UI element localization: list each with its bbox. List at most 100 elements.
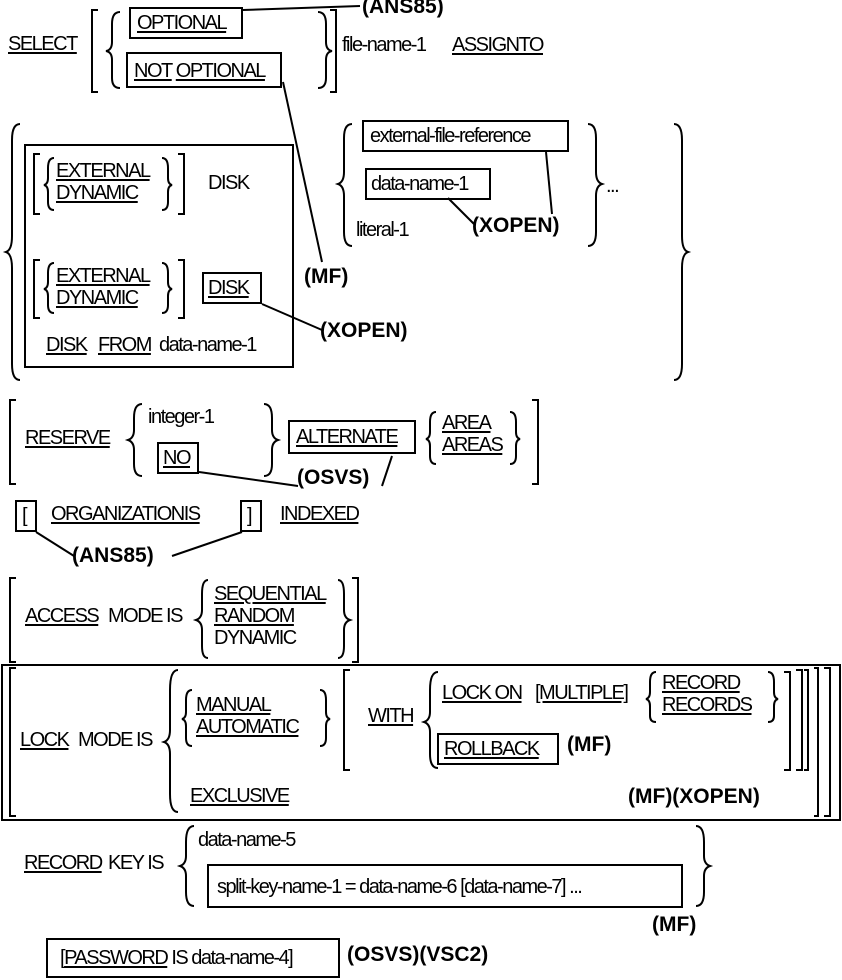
external-keyword-1: EXTERNAL bbox=[56, 160, 151, 182]
access-right-bracket bbox=[352, 577, 359, 663]
mf-label-2: (MF) bbox=[567, 733, 612, 756]
optional-keyword: OPTIONAL bbox=[137, 12, 228, 34]
access-keyword: ACCESS bbox=[25, 605, 100, 627]
split-key-box: split-key-name-1 = data-name-6 [data-nam… bbox=[207, 864, 683, 908]
reserve-right-bracket bbox=[532, 399, 539, 485]
disk-keyword-2: DISK bbox=[208, 277, 250, 299]
dynamic-keyword-2: DYNAMIC bbox=[56, 287, 139, 309]
assign-left-brace bbox=[2, 123, 21, 381]
select-left-brace bbox=[105, 11, 121, 89]
ans85-connector-2a bbox=[35, 531, 75, 557]
org-rbracket-box: ] bbox=[240, 500, 262, 532]
mf-label-1: (MF) bbox=[304, 265, 349, 288]
external-file-reference: external-file-reference bbox=[370, 125, 532, 147]
xopen-label-1: (XOPEN) bbox=[320, 319, 408, 342]
access-options: SEQUENTIAL RANDOM DYNAMIC bbox=[214, 583, 327, 649]
reserve-left-bracket bbox=[9, 399, 16, 485]
ext-file-ref-box: external-file-reference bbox=[362, 120, 569, 152]
record-key-is: KEY IS bbox=[108, 852, 165, 874]
manual-keyword: MANUAL bbox=[196, 694, 272, 716]
record-key-left-brace bbox=[176, 825, 195, 907]
password-open: [ bbox=[60, 947, 66, 969]
org-lbracket: [ bbox=[22, 505, 28, 527]
exclusive-keyword: EXCLUSIVE bbox=[190, 785, 290, 807]
select-keyword: SELECT bbox=[8, 33, 78, 55]
access-mode-is: MODE IS bbox=[108, 605, 183, 627]
optional-box: OPTIONAL bbox=[129, 7, 243, 39]
file-ref-right-brace bbox=[587, 123, 606, 247]
osvs-vsc2-label: (OSVS)(VSC2) bbox=[347, 943, 489, 966]
password-keyword: PASSWORD bbox=[64, 947, 169, 969]
area-group: AREA AREAS bbox=[442, 412, 504, 456]
records-keyword: RECORDS bbox=[662, 694, 753, 716]
lock-keyword: LOCK bbox=[20, 729, 70, 751]
disk-from-from: FROM bbox=[98, 334, 152, 356]
access-right-brace bbox=[337, 579, 354, 659]
record-records: RECORD RECORDS bbox=[662, 672, 753, 716]
literal-1: literal-1 bbox=[356, 219, 410, 241]
disk-from-data-name: data-name-1 bbox=[159, 334, 257, 356]
dynamic-keyword: DYNAMIC bbox=[214, 627, 297, 649]
lock-on-keyword: LOCK ON bbox=[442, 682, 523, 704]
ellipsis: ... bbox=[606, 175, 620, 197]
xopen-connector-2a bbox=[545, 151, 553, 215]
access-left-bracket bbox=[9, 577, 16, 663]
assignto-keyword: ASSIGNTO bbox=[452, 34, 545, 56]
mf-label-3: (MF) bbox=[652, 913, 697, 936]
automatic-keyword: AUTOMATIC bbox=[196, 716, 300, 738]
ext-dyn-group-1: EXTERNAL DYNAMIC bbox=[56, 160, 151, 204]
reserve-keyword: RESERVE bbox=[25, 427, 111, 449]
alternate-box: ALTERNATE bbox=[288, 420, 416, 454]
disk-keyword-1: DISK bbox=[208, 172, 250, 194]
area-right-brace bbox=[509, 411, 521, 465]
with-keyword: WITH bbox=[368, 705, 415, 727]
optional2-keyword: OPTIONAL bbox=[175, 60, 267, 82]
record-key-right-brace bbox=[695, 825, 714, 907]
osvs-label: (OSVS) bbox=[297, 466, 370, 489]
dynamic-keyword-1: DYNAMIC bbox=[56, 182, 139, 204]
random-keyword: RANDOM bbox=[214, 605, 295, 627]
mf-xopen-label: (MF)(XOPEN) bbox=[628, 785, 760, 808]
data-name-1: data-name-1 bbox=[371, 173, 469, 195]
split-key-text: split-key-name-1 = data-name-6 [data-nam… bbox=[217, 876, 583, 898]
alternate-keyword: ALTERNATE bbox=[296, 426, 399, 448]
reserve-left-brace bbox=[124, 403, 143, 477]
password-box: [PASSWORD IS data-name-4] bbox=[46, 938, 340, 978]
area-keyword: AREA bbox=[442, 412, 492, 434]
record-keyword: RECORD bbox=[662, 672, 741, 694]
file-name-1: file-name-1 bbox=[342, 34, 427, 56]
record-key-record: RECORD bbox=[24, 852, 103, 874]
lock-mode-box bbox=[1, 664, 841, 821]
ans85-connector bbox=[242, 5, 361, 11]
data-name-1-box: data-name-1 bbox=[365, 168, 491, 200]
select-right-brace bbox=[317, 11, 333, 89]
areas-keyword: AREAS bbox=[442, 434, 504, 456]
org-rbracket: ] bbox=[247, 505, 253, 527]
xopen-connector-2b bbox=[447, 197, 475, 225]
no-keyword: NO bbox=[163, 447, 192, 469]
multiple-keyword: [MULTIPLE] bbox=[535, 682, 629, 704]
rollback-box: ROLLBACK bbox=[437, 733, 559, 765]
rollback-keyword: ROLLBACK bbox=[444, 738, 540, 760]
osvs-connector-b bbox=[381, 455, 393, 487]
disk-box: DISK bbox=[202, 272, 262, 304]
area-left-brace bbox=[425, 411, 437, 465]
select-right-bracket bbox=[330, 9, 337, 93]
ans85-label: (ANS85) bbox=[362, 0, 444, 18]
password-rest: IS data-name-4] bbox=[171, 947, 293, 969]
ans85-connector-2b bbox=[171, 531, 243, 557]
assign-right-brace bbox=[673, 123, 692, 381]
xopen-label-2: (XOPEN) bbox=[472, 214, 560, 237]
indexed-keyword: INDEXED bbox=[280, 503, 360, 525]
osvs-connector-a bbox=[198, 471, 299, 487]
no-box: NO bbox=[157, 442, 199, 474]
reserve-right-brace bbox=[263, 403, 282, 477]
organization-keyword: ORGANIZATIONIS bbox=[51, 503, 201, 525]
org-lbracket-box: [ bbox=[15, 500, 37, 532]
file-ref-left-brace bbox=[334, 123, 353, 247]
external-keyword-2: EXTERNAL bbox=[56, 265, 151, 287]
access-left-brace bbox=[192, 579, 209, 659]
disk-from-disk: DISK bbox=[46, 334, 88, 356]
integer-1: integer-1 bbox=[148, 406, 215, 428]
ans85-label-2: (ANS85) bbox=[72, 544, 154, 567]
